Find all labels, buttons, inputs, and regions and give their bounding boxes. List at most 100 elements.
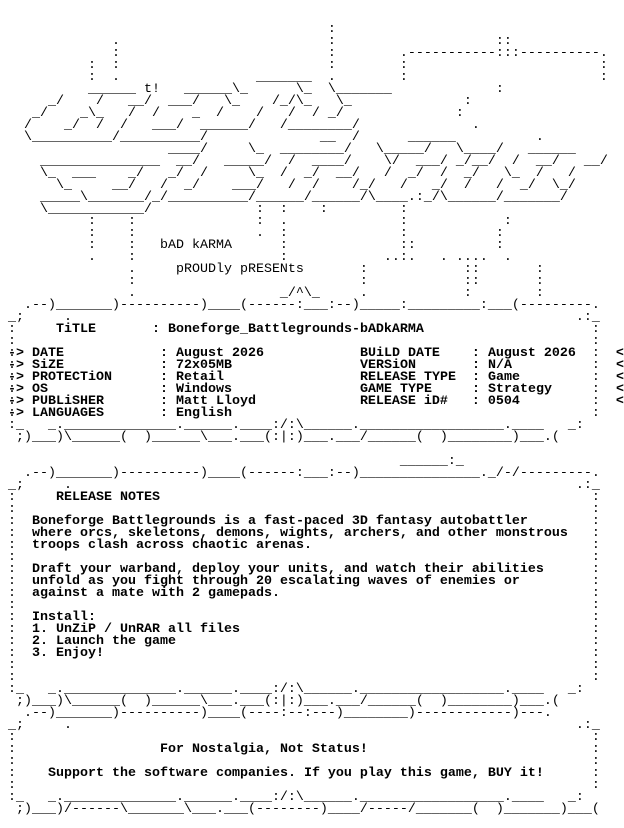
info-box-frame-line: : :	[0, 382, 600, 397]
footer-box-frame-line: : :	[0, 730, 600, 745]
separator: :	[439, 346, 488, 361]
notes-box-frame-line: : :	[0, 502, 600, 517]
notes-box-frame-line: : :	[0, 574, 600, 589]
logo-line: ____/ \_ ________/ \_____/ \____/ ______	[0, 142, 576, 157]
footer-box-frame-line: _; . .:_	[0, 718, 600, 733]
info-label: -> DATE	[8, 346, 64, 361]
footer-box-frame-line: .--)_______)----------)____(----:--:---)…	[0, 706, 552, 721]
support-line: Support the software companies. If you p…	[0, 767, 544, 780]
logo-line: : : .-----------:::----------.	[0, 46, 608, 61]
info-label: -> PROTECTiON	[8, 370, 112, 385]
release-notes-line: 1. UnZiP / UnRAR all files	[0, 623, 240, 636]
spacer	[520, 394, 616, 409]
logo-line: \__________/__________/ __ / ______ .	[0, 130, 544, 145]
release-notes-text: 2. Launch the game	[32, 634, 176, 649]
separator: :	[455, 370, 488, 385]
arrow: <-	[615, 394, 624, 409]
arrow: <-	[615, 346, 624, 361]
notes-box-frame-line: : :	[0, 598, 600, 613]
footer-box-frame-line: : :	[0, 766, 600, 781]
release-notes-text: troops clash across chaotic arenas.	[32, 538, 312, 553]
title-value: Boneforge_Battlegrounds-bADkARMA	[167, 322, 424, 337]
separator: :	[415, 358, 488, 373]
info-box-frame-line: .--)_______)----------)____(------:___:-…	[0, 298, 600, 313]
info-box-frame-line: : :	[0, 370, 600, 385]
release-notes-line: unfold as you fight through 20 escalatin…	[0, 574, 520, 589]
info-label: VERSiON	[359, 358, 416, 373]
notes-box-frame-line: : :	[0, 610, 600, 625]
info-value: Game	[487, 370, 520, 385]
logo-line: . pROUDly pRESENts : :: :	[0, 262, 544, 277]
separator: :	[103, 406, 176, 421]
separator: :	[431, 382, 488, 397]
info-value: August 2026	[175, 346, 264, 361]
info-row: -> LANGUAGES : English	[0, 406, 360, 421]
separator: :	[103, 394, 176, 409]
arrow: <-	[615, 358, 624, 373]
release-notes-text: unfold as you fight through 20 escalatin…	[32, 574, 520, 589]
logo-line: \_ ___ _/ _/ / \_ / _/ __/ / _/ / _/ \_ …	[0, 166, 576, 181]
release-notes-line: 3. Enjoy!	[0, 646, 104, 661]
release-notes-heading: RELEASE NOTES	[0, 491, 160, 504]
notes-box-frame-line: : :	[0, 586, 600, 601]
logo-line: . : ::	[0, 34, 512, 49]
info-box-frame-line: ;)___)\______( )______\___.___(:|:)___._…	[0, 430, 560, 445]
release-notes-text: Install:	[32, 610, 96, 625]
motto-text: For Nostalgia, Not Status!	[159, 742, 368, 757]
release-notes-line: Boneforge Battlegrounds is a fast-paced …	[0, 514, 528, 529]
footer-box-frame-line: : :	[0, 742, 600, 757]
info-value: Strategy	[487, 382, 552, 397]
release-notes-text: where orcs, skeletons, demons, wights, a…	[32, 526, 568, 541]
release-notes-line: where orcs, skeletons, demons, wights, a…	[0, 526, 568, 541]
footer-box-frame-line: :_ _.______________.______.____:/:\_____…	[0, 790, 584, 805]
release-notes-line: Draft your warband, deploy your units, a…	[0, 563, 544, 576]
release-notes-text: against a mate with 2 gamepads.	[32, 586, 280, 601]
info-label: -> PUBLiSHER	[8, 394, 104, 409]
notes-box-frame-line: : :	[0, 490, 600, 505]
info-value: Retail	[175, 370, 224, 385]
logo-line: _/ _\_ / / _ / / / / _/ :	[0, 106, 464, 121]
info-box-frame-line: : :	[0, 322, 600, 337]
info-label: -> LANGUAGES	[8, 406, 104, 421]
info-box-frame-line: : :	[0, 394, 600, 409]
info-label: -> OS	[8, 382, 48, 397]
logo-line: : : bAD kARMA : :: :	[0, 238, 504, 253]
separator: :	[64, 346, 176, 361]
logo-line: : : : . : :	[0, 214, 512, 229]
release-notes-line: troops clash across chaotic arenas.	[0, 538, 312, 553]
logo-line: : . _______ . : :	[0, 70, 608, 85]
notes-box-frame-line: : :	[0, 538, 600, 553]
notes-box-frame-line: : :	[0, 634, 600, 649]
info-label: RELEASE TYPE	[359, 370, 456, 385]
notes-box-frame-line: : :	[0, 550, 600, 565]
logo-line: \____________/ : : : :	[0, 202, 408, 217]
info-box-frame-line: : :	[0, 358, 600, 373]
info-box-frame-line: :_ _.______________.______.____:/:\_____…	[0, 418, 584, 433]
info-row: -> PROTECTiON : Retail RELEASE TYPE : Ga…	[0, 370, 624, 385]
logo-line: ______ t! ______\_ \_ \_______ :	[0, 82, 504, 97]
logo-line: _/ / __/ ___/ \_ /_/\_ \_ :	[0, 94, 472, 109]
release-notes-text: Boneforge Battlegrounds is a fast-paced …	[32, 514, 528, 529]
info-value: 0504	[487, 394, 520, 409]
logo-line: _______________ __/ _____/ / ____/ \/ __…	[0, 154, 608, 169]
info-label: GAME TYPE	[359, 382, 432, 397]
info-row: -> DATE : August 2026 BUiLD DATE : Augus…	[0, 346, 624, 361]
info-box-frame-line: : :	[0, 406, 600, 421]
indent	[0, 646, 32, 661]
notes-box-frame-line: : :	[0, 670, 600, 685]
release-notes-line: 2. Launch the game	[0, 634, 176, 649]
motto-line: For Nostalgia, Not Status!	[0, 742, 368, 757]
info-row: -> OS : Windows GAME TYPE : Strategy <-	[0, 382, 624, 397]
notes-box-frame-line: ;)___)\______( )______\___.___(:|:)___._…	[0, 694, 560, 709]
release-notes-line: against a mate with 2 gamepads.	[0, 586, 280, 601]
info-label: -> SiZE	[8, 358, 64, 373]
notes-box-frame-line: .--)_______)----------)____(------:___:-…	[0, 466, 600, 481]
separator: :	[111, 370, 176, 385]
notes-box-frame-line: : :	[0, 562, 600, 577]
logo-line: :	[0, 22, 336, 37]
info-label: RELEASE iD#	[359, 394, 448, 409]
info-row: -> SiZE : 72x05MB VERSiON : N/A <-	[0, 358, 624, 373]
logo-line: . _/^\_ . : :	[0, 286, 544, 301]
info-value: Windows	[175, 382, 232, 397]
